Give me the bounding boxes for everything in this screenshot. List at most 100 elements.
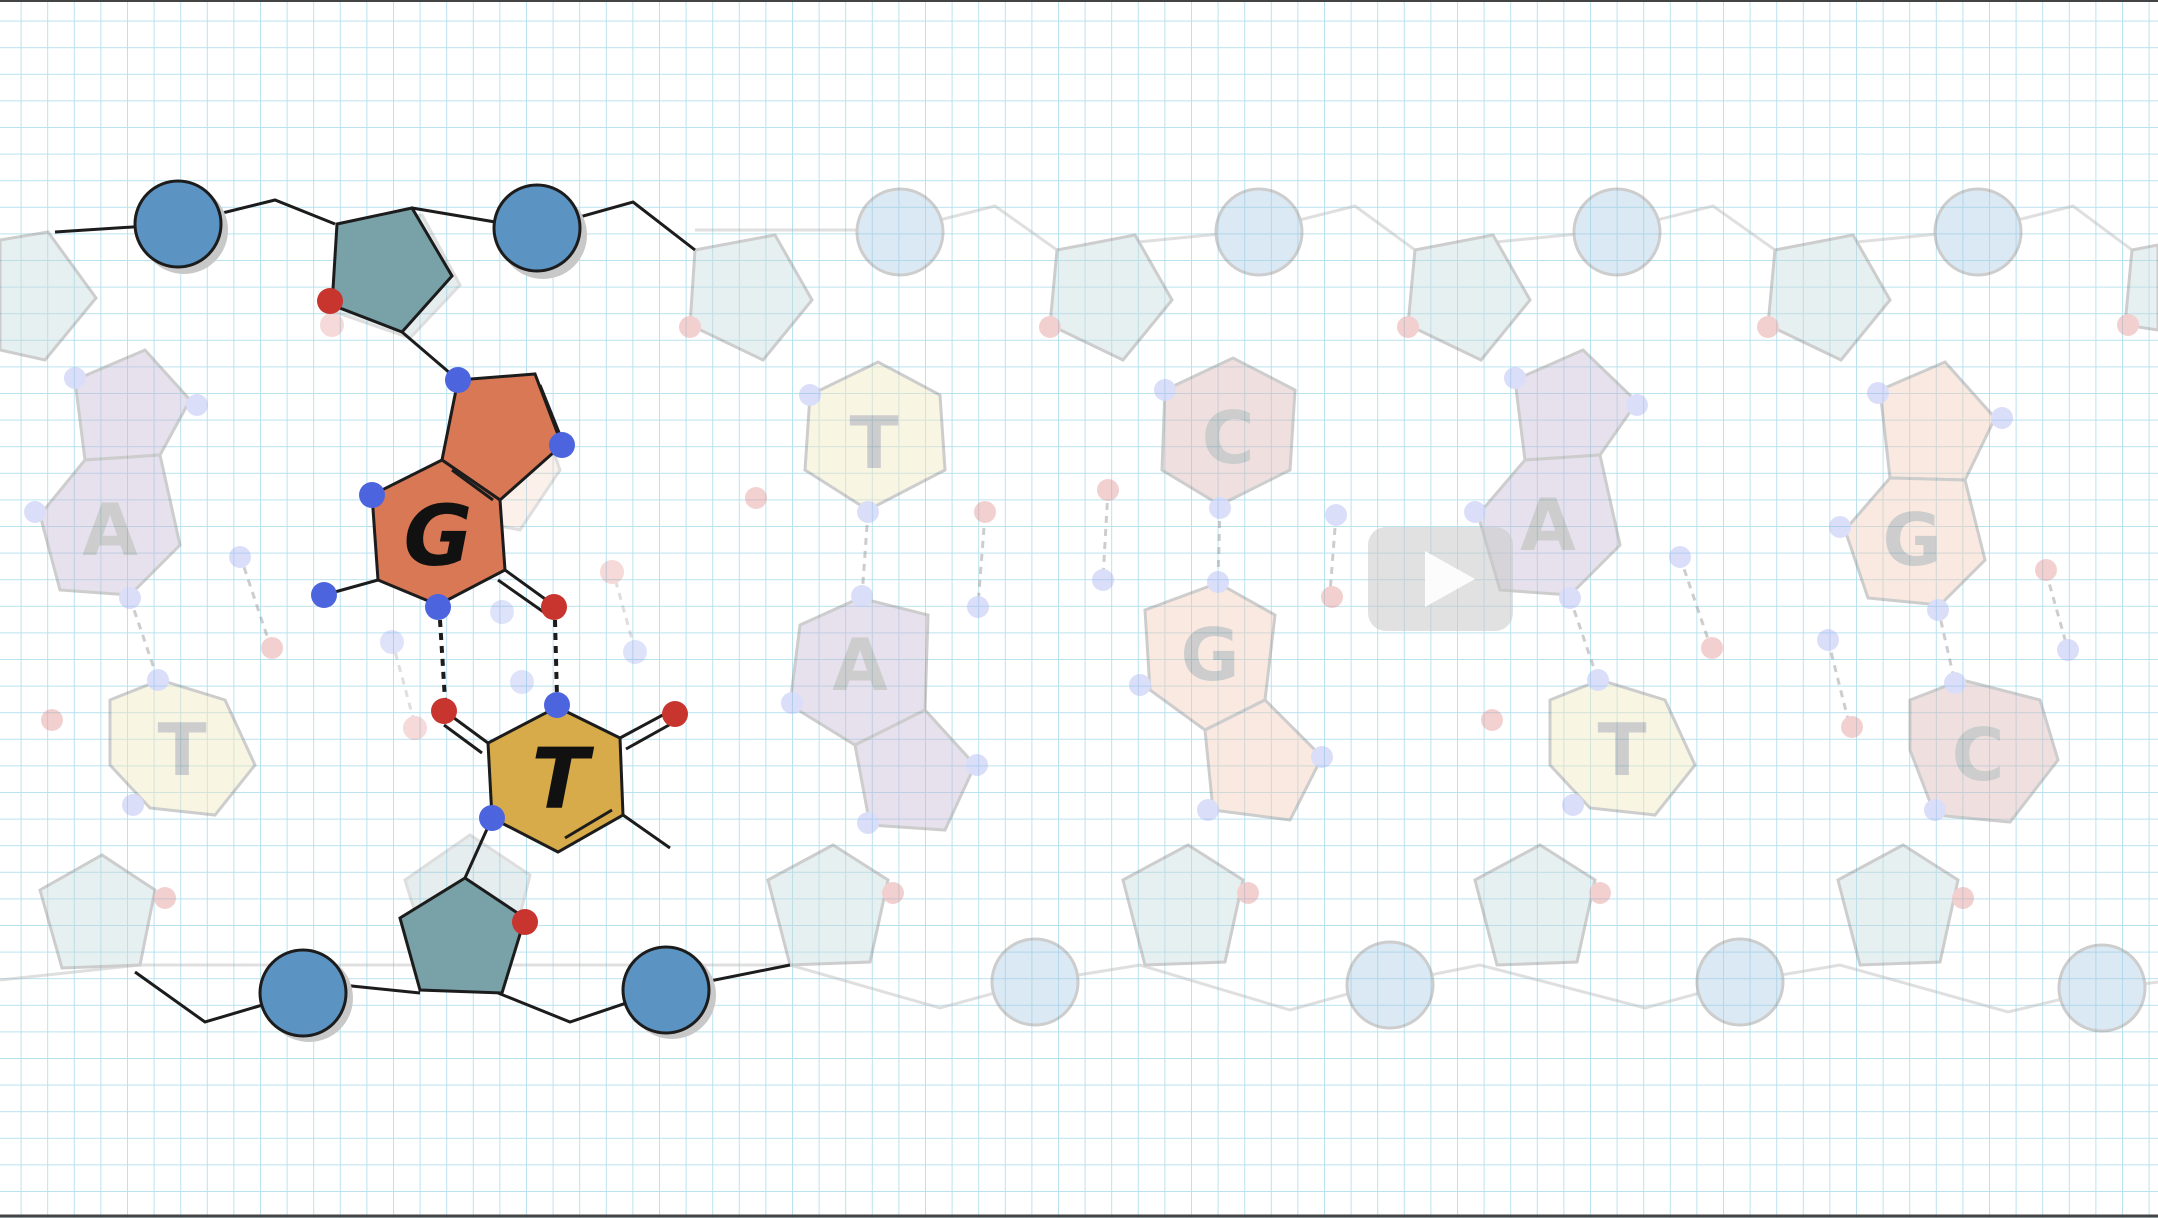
oxygen-atom [662,701,688,727]
faded-nitrogen [1817,629,1839,651]
faded-nitrogen [799,384,821,406]
faded-h-bond [1101,489,1110,579]
faded-nitrogen [1924,799,1946,821]
faded-sugar [1836,843,1960,967]
faded-base-letter: A [832,623,888,707]
faded-phosphate [855,187,945,277]
faded-nitrogen [1991,407,2013,429]
phosphate [258,948,348,1038]
faded-pair-a-t-left: A T [24,348,283,817]
faded-h-bond [1328,514,1338,594]
faded-base-letter: G [1180,613,1239,697]
ghost-h-bond [610,567,637,651]
faded-pyrimidine-ring [1908,678,2060,824]
carbonyl-bond [497,578,546,615]
ghost-nitrogen [510,670,534,694]
faded-nitrogen [1207,571,1229,593]
faded-oxygen [261,637,283,659]
faded-nitrogen [1209,497,1231,519]
faded-purine-ring [73,348,192,462]
faded-phosphate [2057,943,2147,1033]
faded-nitrogen [1464,501,1486,523]
faded-oxygen [1097,479,1119,501]
faded-oxygen [745,487,767,509]
faded-base-letter: T [157,708,206,792]
play-icon[interactable] [1425,551,1475,607]
ghost-oxygen [403,716,427,740]
faded-bottom-backbone [0,963,2158,1014]
phosphate [621,945,711,1035]
carbonyl-bond [504,568,553,606]
faded-pair-t-a: T A [745,360,996,834]
base-letter-t: T [531,730,594,828]
faded-sugar [766,843,890,967]
faded-oxygen [1237,882,1259,904]
nitrogen-atom [425,594,451,620]
faded-phosphate [1933,187,2023,277]
faded-nitrogen [1829,516,1851,538]
faded-nitrogen [1562,794,1584,816]
faded-phosphate [1345,940,1435,1030]
faded-phosphate [1572,187,1662,277]
faded-sugar [1766,233,1892,362]
faded-sugar [1473,843,1597,967]
faded-h-bond [2044,571,2070,651]
faded-base-letter: C [1952,713,2005,797]
faded-purine-ring [1476,453,1622,597]
methyl-bond [622,813,671,850]
faded-h-bond [1678,556,1712,646]
faded-nitrogen [857,812,879,834]
faded-oxygen [1039,316,1061,338]
phosphate [133,179,223,269]
faded-base-letter: A [82,488,138,572]
faded-nitrogen [24,501,46,523]
faded-pyrimidine-ring [1160,356,1297,507]
faded-nitrogen [967,596,989,618]
faded-pyrimidine-ring [803,360,947,512]
hydrogen-bond [438,619,447,701]
faded-oxygen [1397,316,1419,338]
faded-nitrogen [857,501,879,523]
faded-phosphate [1214,187,1304,277]
faded-oxygen [1321,586,1343,608]
bottom-backbone [497,963,791,1024]
faded-phosphate [1695,937,1785,1027]
faded-h-bond [1826,639,1852,728]
faded-nitrogen [1944,672,1966,694]
faded-purine-ring [788,596,930,747]
faded-nitrogen [851,585,873,607]
faded-top-backbone [695,204,2158,252]
ghost-oxygen [600,560,624,584]
faded-nitrogen [1587,669,1609,691]
base-letter-g: G [404,487,473,585]
double-bond [564,808,613,840]
faded-sugar [688,233,814,362]
faded-sugar [38,853,157,970]
faded-nitrogen [2057,639,2079,661]
phosphate [492,183,582,273]
faded-nitrogen [1559,587,1581,609]
top-backbone [411,200,696,252]
nitrogen-atom [544,692,570,718]
faded-nitrogen [1129,674,1151,696]
double-bond [451,468,494,502]
faded-nitrogen [781,692,803,714]
double-bond [538,384,564,441]
faded-purine-ring [1843,476,1987,607]
faded-oxygen [2117,314,2139,336]
faded-nitrogen [1669,546,1691,568]
play-button[interactable] [1368,527,1513,631]
carbonyl-bond [449,713,489,745]
faded-sugar [0,230,98,362]
faded-purine-ring [1513,348,1639,462]
bottom-backbone [341,983,421,995]
highlighted-mismatch-pair: G T [54,179,791,1042]
faded-oxygen [1757,316,1779,338]
faded-purine-ring [38,453,182,597]
faded-nitrogen [1197,799,1219,821]
faded-h-bond [860,511,870,597]
faded-purine-ring [1143,581,1277,732]
faded-base-letter: T [1597,708,1646,792]
nitrogen-atom [549,432,575,458]
